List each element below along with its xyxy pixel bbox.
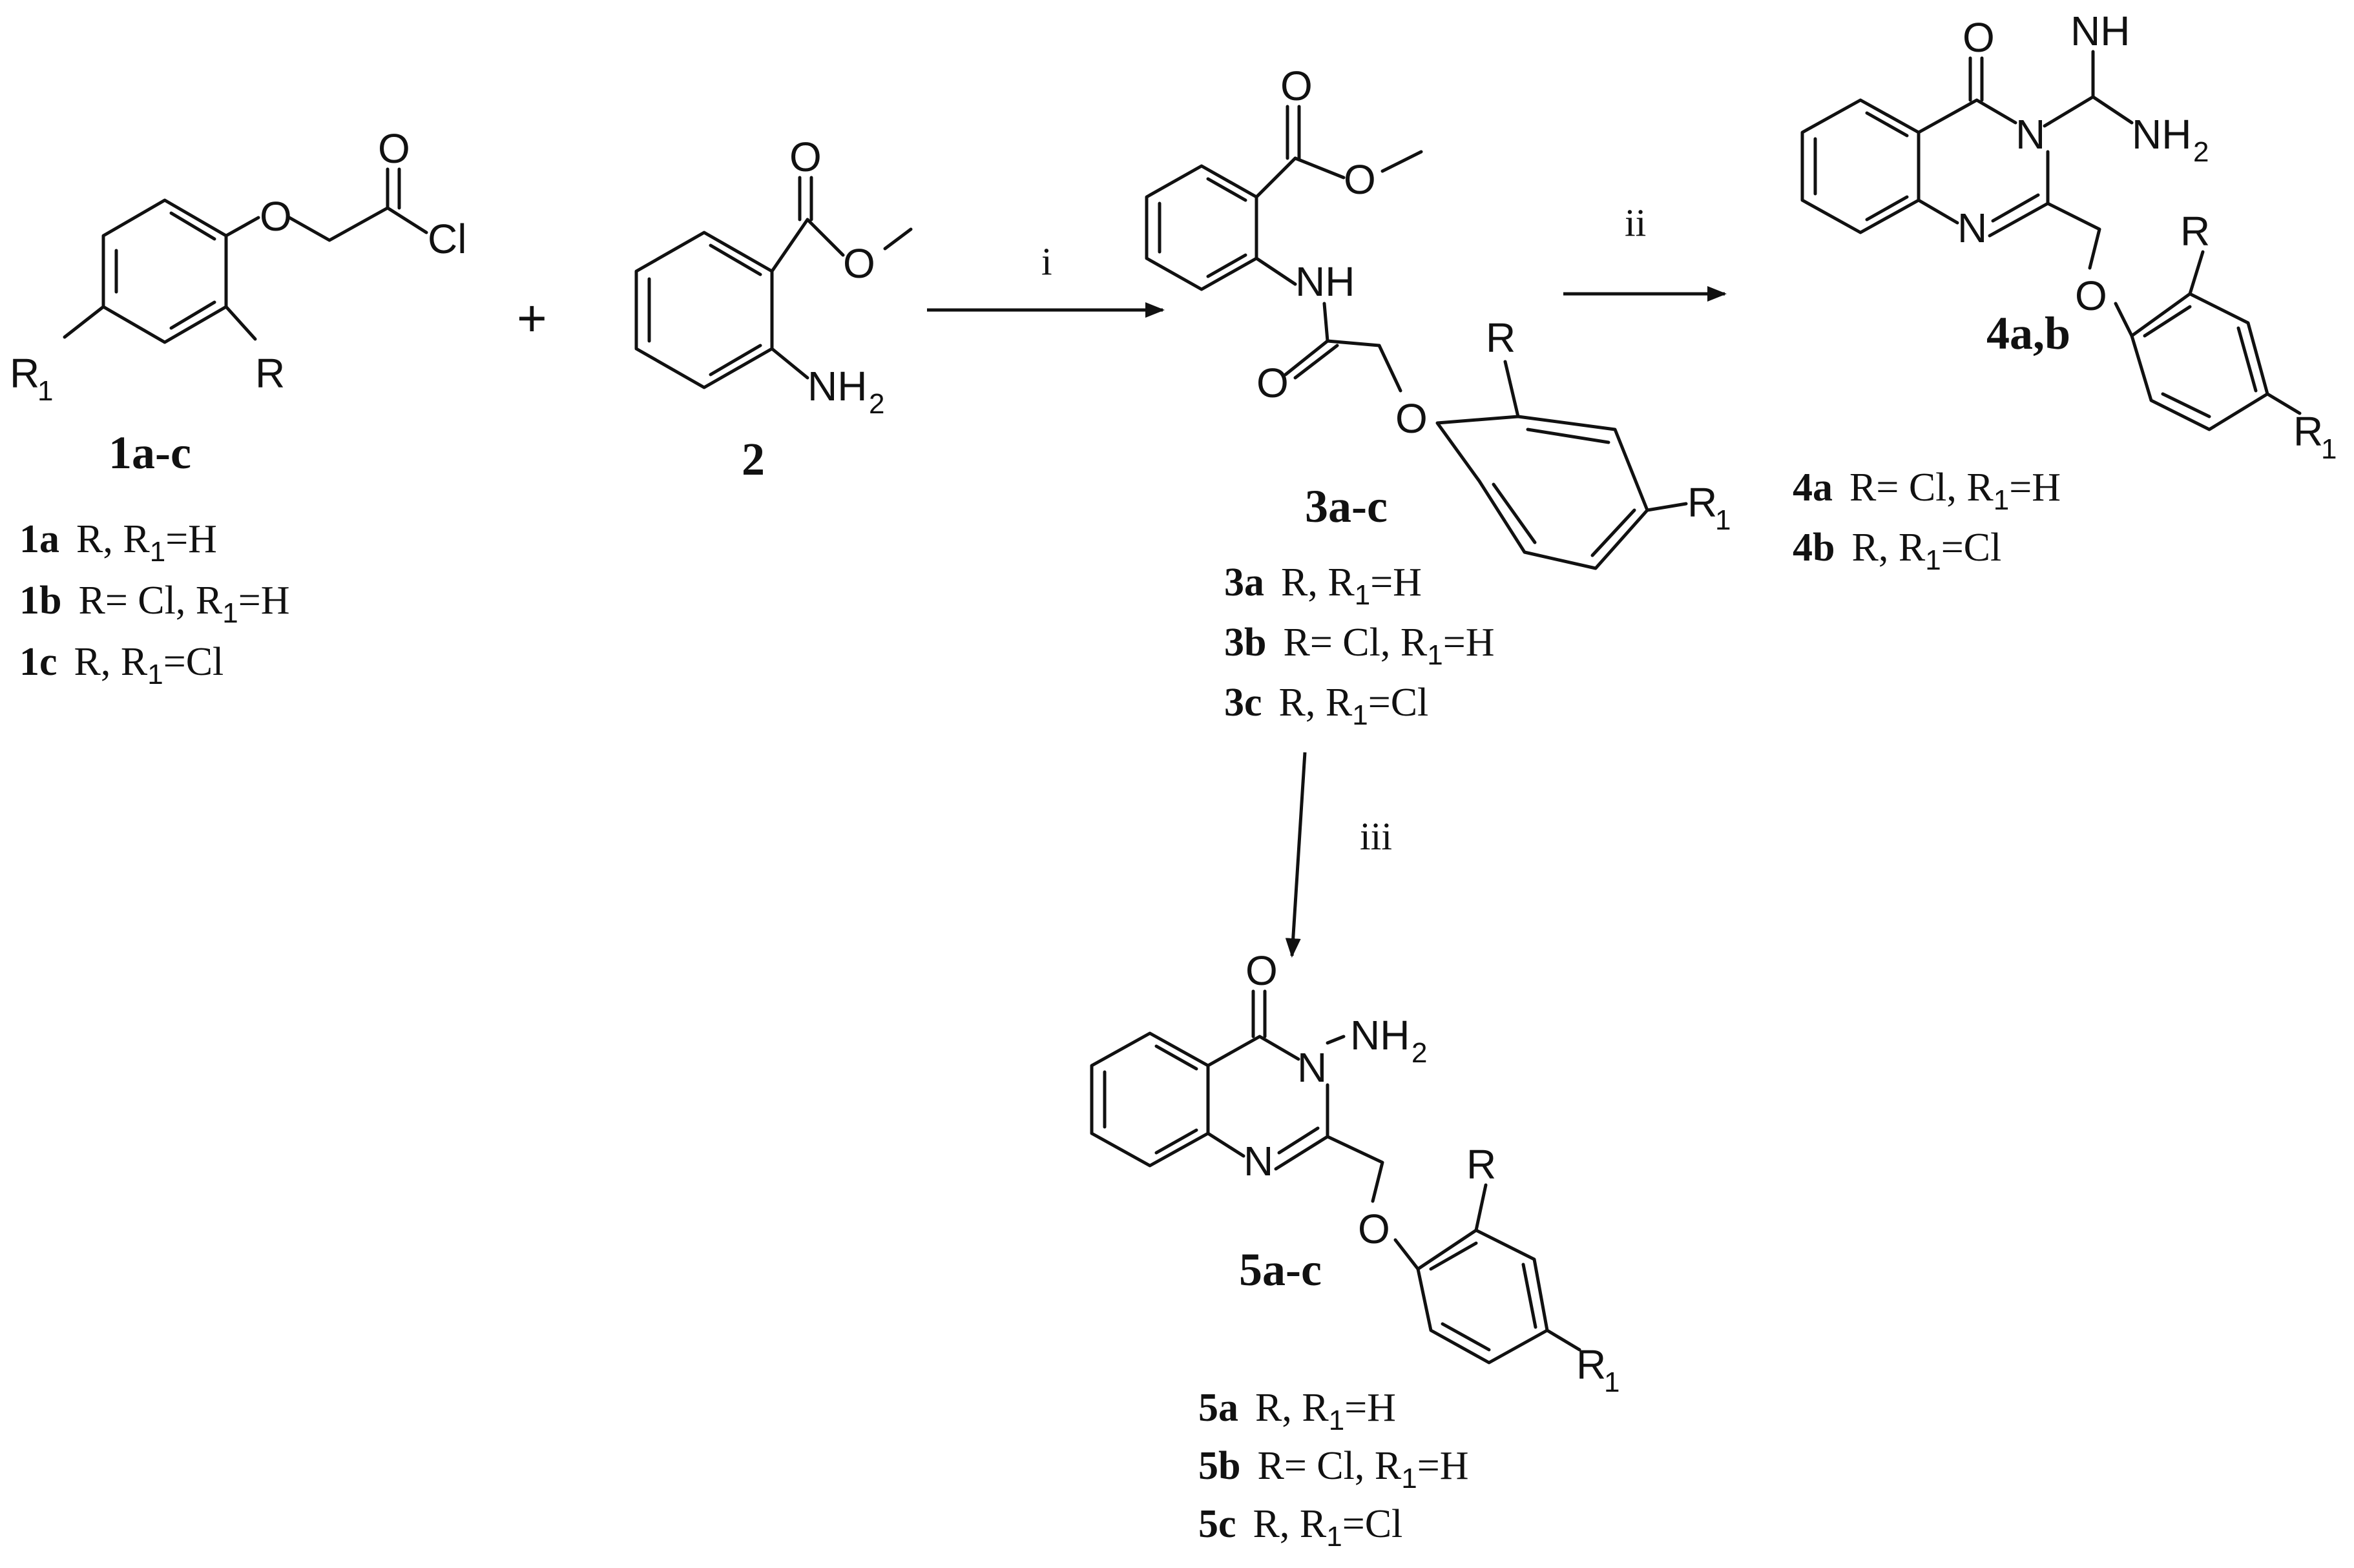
atom-nh2: NH (1350, 1012, 1410, 1058)
atom-o: O (1963, 14, 1995, 61)
reagent-label-iii: iii (1360, 815, 1392, 858)
compound-5-structure: O N N NH 2 O R R 1 (1090, 947, 1620, 1398)
variant-5a: 5a R, R1=H (1198, 1386, 1396, 1436)
atom-nh: NH (1295, 258, 1355, 305)
compound-label-1: 1a-c (109, 427, 191, 479)
compound-label-3: 3a-c (1305, 480, 1388, 532)
atom-n: N (2015, 111, 2045, 158)
variant-4a: 4a R= Cl, R1=H (1793, 466, 2061, 516)
variant-1a: 1a R, R1=H (19, 517, 217, 568)
variant-list-5: 5a R, R1=H 5b R= Cl, R1=H 5c R, R1=Cl (1198, 1386, 1468, 1553)
variant-3c: 3c R, R1=Cl (1224, 681, 1428, 731)
atom-r: R (1466, 1141, 1496, 1188)
atom-r1-subscript: 1 (1604, 1367, 1620, 1398)
atom-nh2-subscript: 2 (1411, 1037, 1427, 1069)
atom-r1: R (1576, 1341, 1606, 1388)
compound-1-structure: O O Cl R R 1 (10, 125, 466, 407)
compound-4-structure: O N N NH NH 2 O R R 1 (1800, 8, 2337, 465)
atom-nh2: NH (2132, 111, 2191, 158)
atom-o: O (1280, 63, 1313, 109)
variant-list-3: 3a R, R1=H 3b R= Cl, R1=H 3c R, R1=Cl (1224, 561, 1494, 731)
reaction-arrow-iii (1285, 752, 1307, 958)
compound-label-4: 4a,b (1986, 307, 2070, 359)
atom-r1: R (10, 350, 39, 397)
atom-r1-subscript: 1 (37, 375, 53, 407)
atom-r1: R (2293, 408, 2323, 455)
reagent-label-ii: ii (1625, 201, 1646, 244)
variant-4b: 4b R, R1=Cl (1793, 526, 2001, 576)
atom-o: O (1256, 360, 1289, 406)
variant-list-1: 1a R, R1=H 1b R= Cl, R1=H 1c R, R1=Cl (19, 517, 289, 690)
atom-cl: Cl (428, 216, 466, 262)
variant-5b: 5b R= Cl, R1=H (1198, 1444, 1468, 1494)
variant-3a: 3a R, R1=H (1224, 561, 1422, 611)
atom-o: O (789, 134, 822, 180)
atom-r: R (1486, 315, 1516, 361)
atom-nh2: NH (807, 363, 867, 409)
atom-o: O (378, 125, 410, 172)
variant-5c: 5c R, R1=Cl (1198, 1502, 1402, 1553)
atom-r1: R (1687, 479, 1717, 526)
compound-2-structure: O O NH 2 (634, 134, 913, 420)
atom-o: O (260, 193, 292, 240)
variant-list-4: 4a R= Cl, R1=H 4b R, R1=Cl (1793, 466, 2061, 576)
atom-n: N (1244, 1138, 1273, 1184)
variant-1b: 1b R= Cl, R1=H (19, 579, 289, 629)
reagent-label-i: i (1041, 240, 1052, 283)
atom-r1-subscript: 1 (2321, 433, 2337, 465)
atom-o: O (1358, 1206, 1390, 1252)
atom-o: O (843, 240, 875, 287)
atom-o: O (1344, 156, 1376, 203)
compound-label-5: 5a-c (1239, 1244, 1322, 1295)
compound-3-structure: O O NH O O R R 1 (1145, 63, 1731, 570)
atom-n: N (1297, 1044, 1327, 1091)
atom-o: O (1245, 947, 1278, 994)
variant-3b: 3b R= Cl, R1=H (1224, 621, 1494, 671)
atom-o: O (2075, 273, 2107, 319)
atom-r: R (2180, 208, 2210, 254)
atom-r: R (255, 350, 285, 397)
atom-nh: NH (2070, 8, 2130, 54)
atom-nh2-subscript: 2 (869, 388, 884, 420)
atom-o: O (1395, 395, 1428, 442)
compound-label-2: 2 (742, 433, 765, 485)
atom-nh2-subscript: 2 (2193, 136, 2209, 168)
atom-n: N (1957, 205, 1987, 251)
variant-1c: 1c R, R1=Cl (19, 640, 224, 690)
plus-sign: + (517, 289, 547, 347)
atom-r1-subscript: 1 (1715, 504, 1731, 536)
